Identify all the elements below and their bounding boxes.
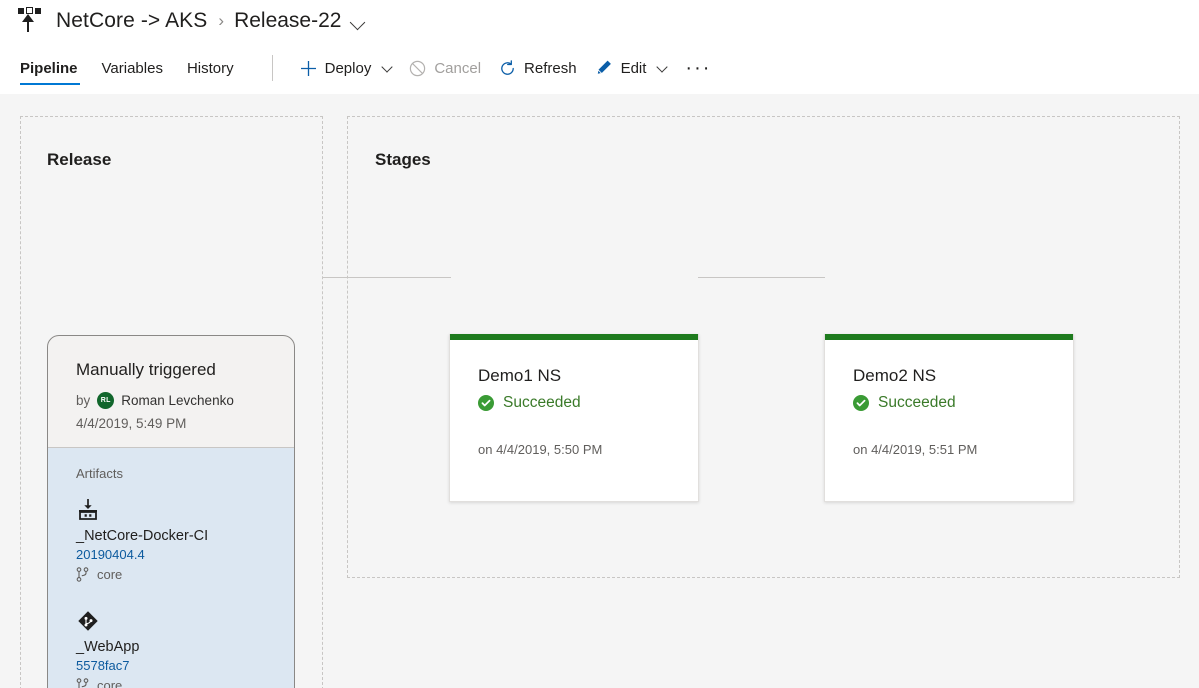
check-circle-icon: [853, 395, 869, 411]
breadcrumb-separator: ›: [218, 11, 225, 30]
tab-pipeline[interactable]: Pipeline: [18, 42, 90, 94]
stage-status-text: Succeeded: [878, 394, 956, 411]
stage-status-bar: [825, 334, 1073, 340]
page-header: NetCore -> AKS › Release-22: [0, 0, 1199, 42]
artifact-branch-row: core: [76, 678, 272, 688]
refresh-icon: [499, 59, 516, 77]
stages-panel: [347, 116, 1180, 578]
artifact-version-link[interactable]: 20190404.4: [76, 547, 145, 562]
stage-name: Demo1 NS: [478, 366, 562, 385]
stages-panel-title: Stages: [375, 150, 431, 169]
release-card[interactable]: Manually triggered by RL Roman Levchenko…: [47, 335, 295, 688]
stage-card-demo2[interactable]: Demo2 NS Succeeded on 4/4/2019, 5:51 PM: [824, 334, 1074, 502]
branch-icon: [76, 678, 89, 688]
chevron-down-icon: [656, 60, 669, 73]
refresh-label: Refresh: [524, 59, 577, 77]
check-circle-icon: [478, 395, 494, 411]
connector-stage1-to-stage2: [698, 277, 825, 278]
connector-release-to-stage1: [323, 277, 451, 278]
release-trigger-label: Manually triggered: [76, 360, 216, 379]
release-author-row: by RL Roman Levchenko: [76, 392, 272, 409]
stage-status-text: Succeeded: [503, 394, 581, 411]
stage-timestamp: on 4/4/2019, 5:50 PM: [478, 442, 603, 457]
edit-button[interactable]: Edit: [586, 54, 676, 82]
deploy-label: Deploy: [324, 59, 372, 77]
avatar: RL: [97, 392, 115, 409]
tab-history-label: History: [186, 59, 234, 77]
artifact-branch-row: core: [76, 567, 272, 582]
stage-status-bar: [450, 334, 698, 340]
stage-name: Demo2 NS: [853, 366, 937, 385]
artifact-version-link[interactable]: 5578fac7: [76, 658, 130, 673]
branch-icon: [76, 567, 89, 582]
stage-body: Demo1 NS Succeeded on 4/4/2019, 5:50 PM: [450, 340, 698, 457]
pipeline-board: Release Stages Manually triggered by RL …: [0, 94, 1199, 688]
edit-label: Edit: [620, 59, 647, 77]
plus-icon: [300, 60, 317, 77]
tab-variables-label: Variables: [101, 59, 163, 77]
git-repository-icon: [76, 608, 272, 634]
release-author-name: Roman Levchenko: [121, 393, 234, 408]
status-badge: Succeeded: [478, 394, 674, 412]
artifact-branch-name: core: [97, 678, 123, 688]
chevron-down-icon[interactable]: [350, 14, 366, 31]
command-bar: Pipeline Variables History Deploy Cancel…: [0, 42, 1199, 94]
breadcrumb-current: Release-22: [234, 9, 342, 32]
more-options-button[interactable]: ···: [685, 57, 712, 79]
stage-card-demo1[interactable]: Demo1 NS Succeeded on 4/4/2019, 5:50 PM: [449, 334, 699, 502]
cancel-label: Cancel: [434, 59, 482, 77]
release-panel-title: Release: [47, 150, 112, 169]
artifact-item[interactable]: _WebApp 5578fac7 core: [76, 608, 272, 688]
release-panel: [20, 116, 323, 688]
tab-pipeline-label: Pipeline: [20, 59, 78, 77]
artifacts-heading: Artifacts: [76, 466, 123, 481]
breadcrumb-root[interactable]: NetCore -> AKS: [56, 9, 208, 32]
release-card-header: Manually triggered by RL Roman Levchenko…: [48, 336, 294, 447]
deploy-button[interactable]: Deploy: [291, 55, 401, 82]
pencil-icon: [595, 59, 613, 77]
artifact-name: _NetCore-Docker-CI: [76, 528, 209, 544]
cancel-icon: [409, 60, 426, 77]
artifact-item[interactable]: _NetCore-Docker-CI 20190404.4 core: [76, 497, 272, 582]
tab-history[interactable]: History: [175, 42, 246, 94]
tab-variables[interactable]: Variables: [90, 42, 175, 94]
by-label: by: [76, 393, 91, 408]
artifacts-section: Artifacts _NetCore-Docker-CI 20190404.4: [48, 447, 294, 688]
stage-timestamp: on 4/4/2019, 5:51 PM: [853, 442, 978, 457]
cancel-button: Cancel: [400, 55, 490, 82]
artifact-name: _WebApp: [76, 639, 140, 655]
status-badge: Succeeded: [853, 394, 1049, 412]
artifact-branch-name: core: [97, 567, 123, 582]
release-date: 4/4/2019, 5:49 PM: [76, 416, 187, 431]
tab-list: Pipeline Variables History: [18, 42, 246, 94]
breadcrumb: NetCore -> AKS › Release-22: [56, 9, 366, 33]
build-artifact-icon: [76, 497, 272, 523]
release-deploy-icon: [16, 6, 42, 36]
chevron-down-icon: [381, 60, 393, 73]
toolbar-divider: [271, 55, 273, 81]
refresh-button[interactable]: Refresh: [490, 55, 586, 82]
stage-body: Demo2 NS Succeeded on 4/4/2019, 5:51 PM: [825, 340, 1073, 457]
